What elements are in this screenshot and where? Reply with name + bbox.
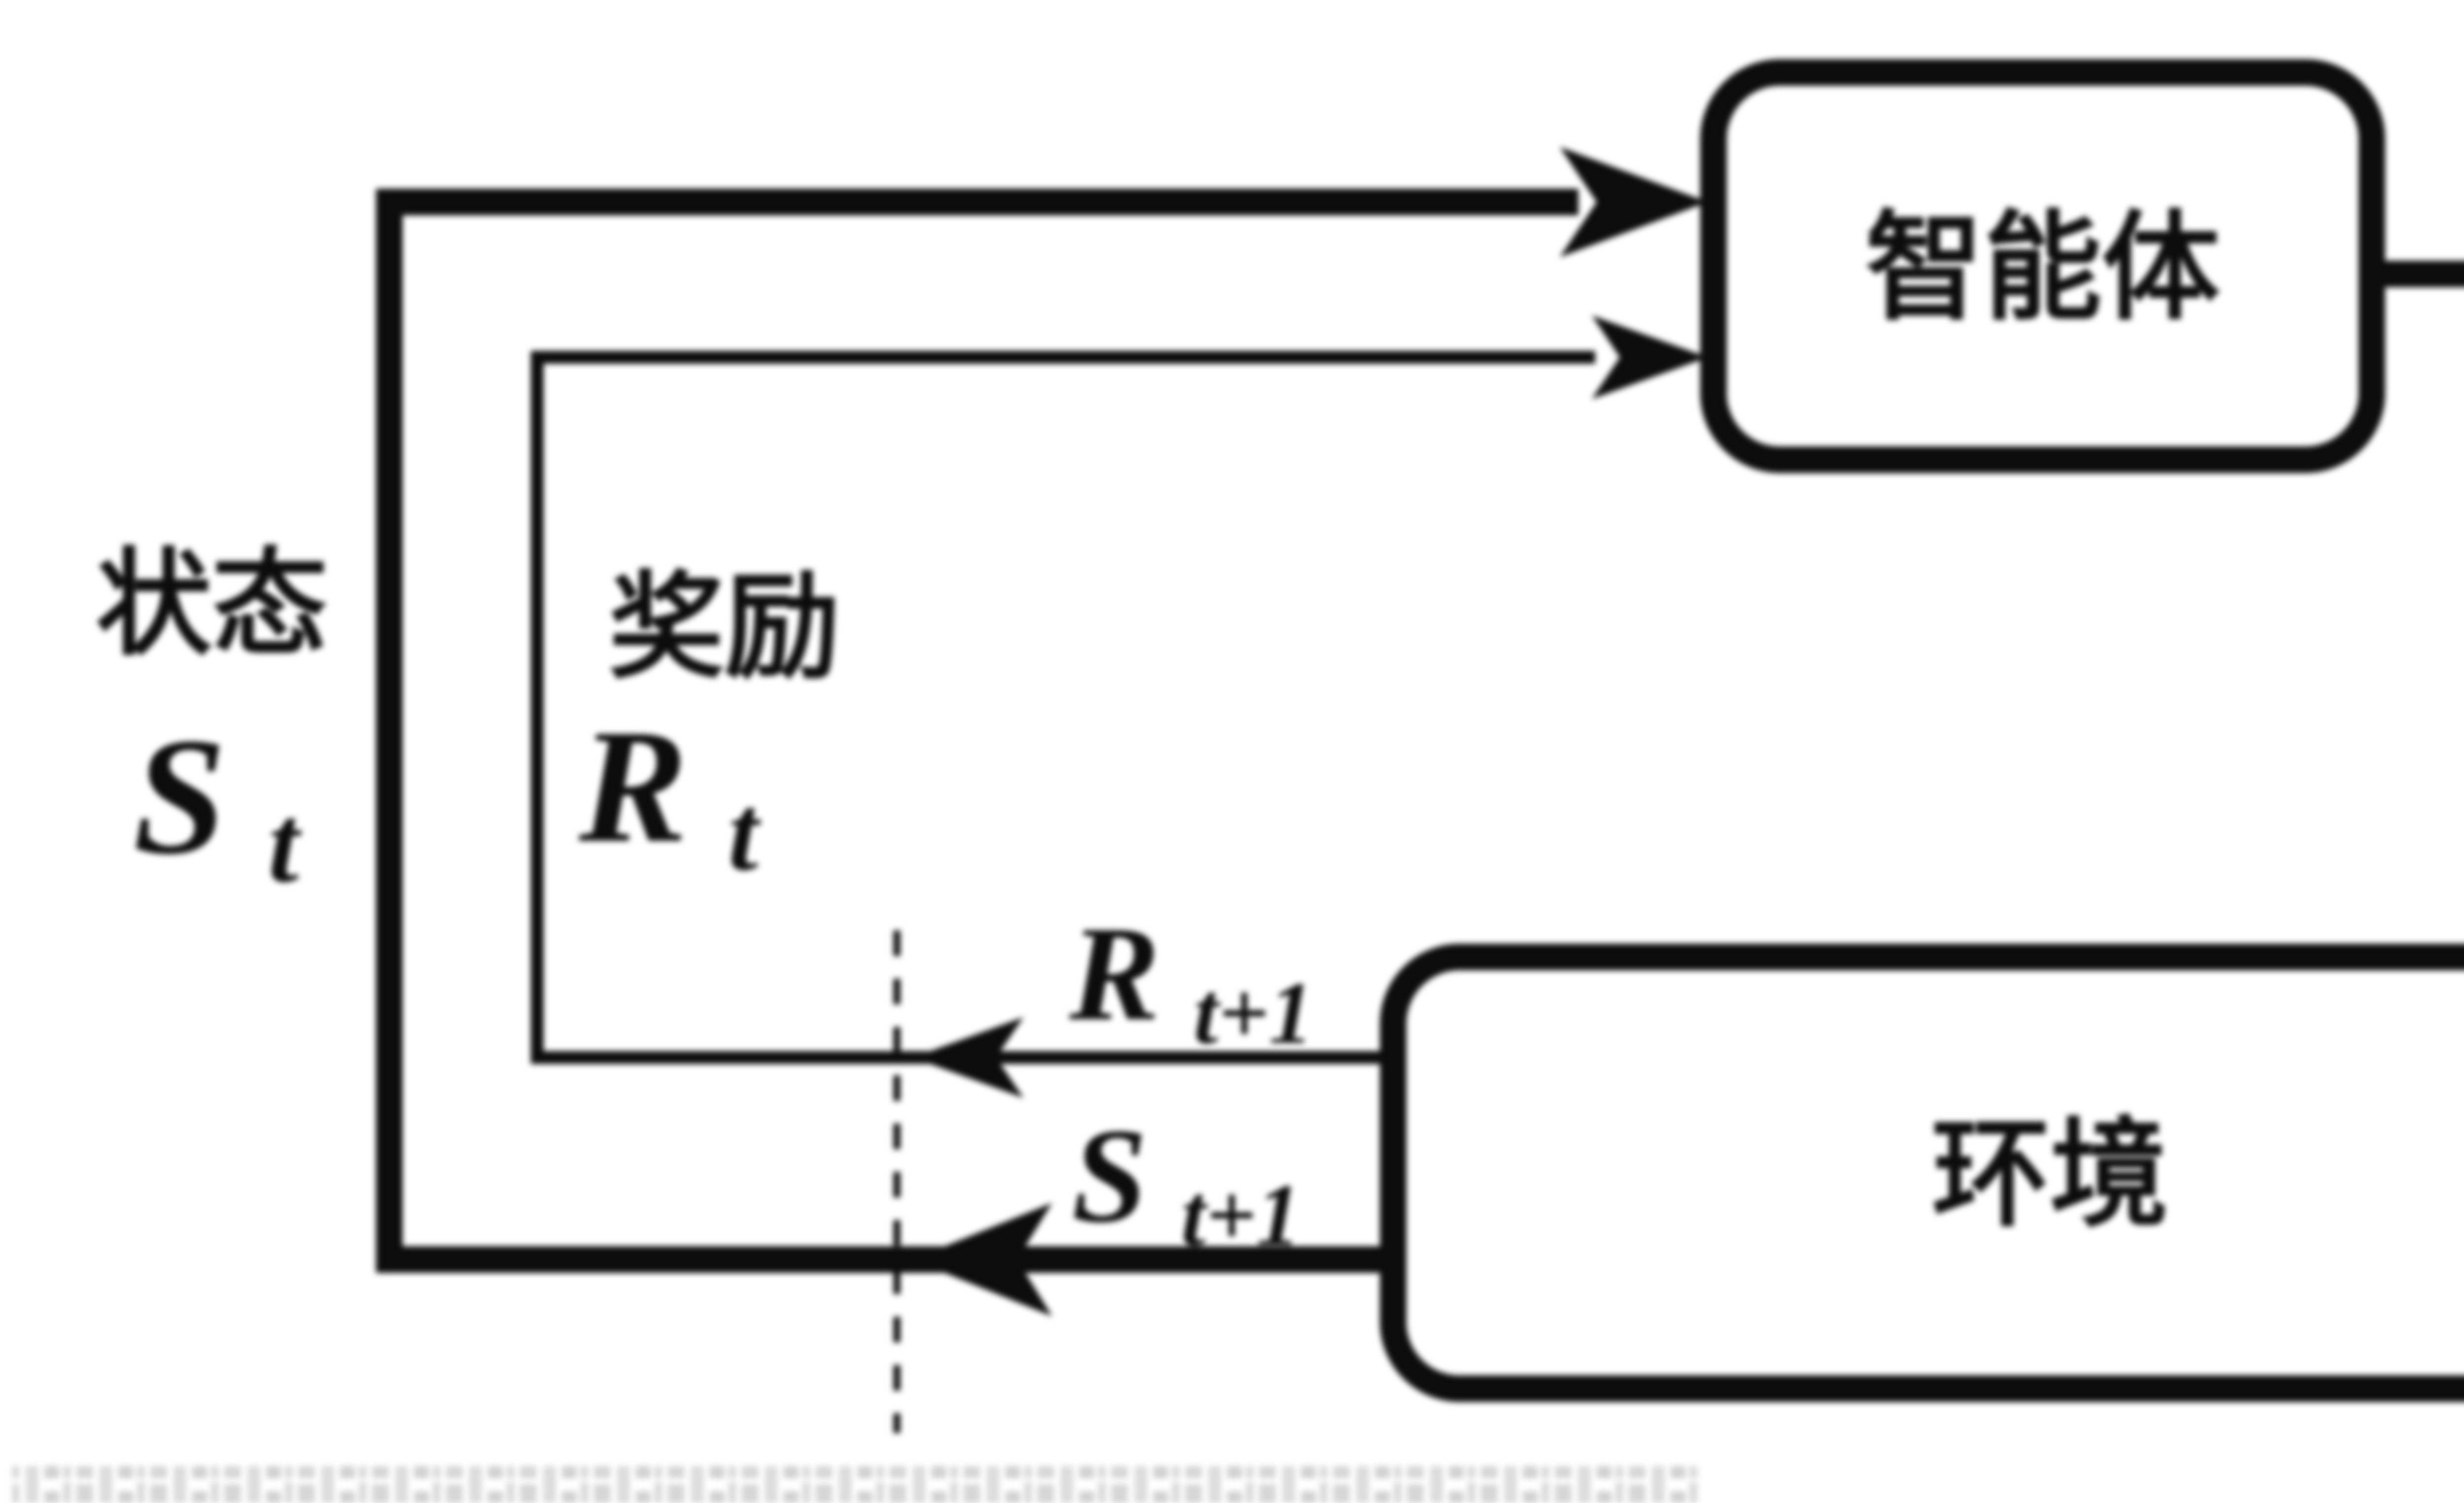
next-state-label-group: S t+1 (1072, 1101, 1300, 1264)
environment-box: 环境 (1380, 944, 2464, 1402)
next-reward-label-group: R t+1 (1067, 899, 1313, 1062)
state-symbol-label: S t (133, 703, 302, 905)
reward-word-label: 奖励 (609, 564, 840, 692)
agent-box-outline (1700, 59, 2385, 473)
reward-symbol-subscript: t (728, 773, 761, 893)
next-reward-arrowhead-icon (913, 1017, 1024, 1098)
next-reward-symbol-label: R t+1 (1067, 899, 1313, 1062)
state-to-agent-arrowhead-icon (1560, 147, 1708, 257)
next-state-line-horizontal (376, 1246, 1392, 1273)
state-label-group: 状态 S t (96, 541, 328, 905)
agent-box: 智能体 (1700, 59, 2385, 473)
next-state-arrowhead-icon (912, 1203, 1052, 1316)
reward-loop-line (531, 315, 1708, 1098)
state-line-top-horizontal (376, 189, 1578, 215)
state-loop-line (376, 147, 1708, 1316)
state-word-label: 状态 (96, 541, 328, 669)
cropped-caption-fragment (12, 1466, 1703, 1503)
reward-to-agent-arrowhead-icon (1592, 315, 1708, 399)
environment-box-outline (1380, 944, 2464, 1402)
next-state-symbol-base: S (1072, 1101, 1147, 1251)
next-reward-symbol-subscript: t+1 (1194, 964, 1313, 1062)
agent-box-label: 智能体 (1865, 203, 2220, 334)
reward-line-top-horizontal (531, 351, 1595, 364)
reward-label-group: 奖励 R t (577, 564, 840, 893)
action-loop-line (2373, 261, 2464, 287)
state-symbol-base: S (133, 703, 226, 889)
state-line-left-vertical (376, 189, 403, 1273)
state-symbol-subscript: t (268, 782, 302, 905)
next-state-symbol-subscript: t+1 (1181, 1166, 1301, 1264)
environment-box-label: 环境 (1932, 1110, 2168, 1241)
reward-symbol-label: R t (577, 696, 761, 893)
action-line-top-horizontal (2373, 261, 2464, 287)
reward-symbol-base: R (577, 696, 687, 876)
next-reward-symbol-base: R (1067, 899, 1160, 1049)
next-state-symbol-label: S t+1 (1072, 1101, 1300, 1264)
reward-line-vertical (531, 351, 544, 1064)
